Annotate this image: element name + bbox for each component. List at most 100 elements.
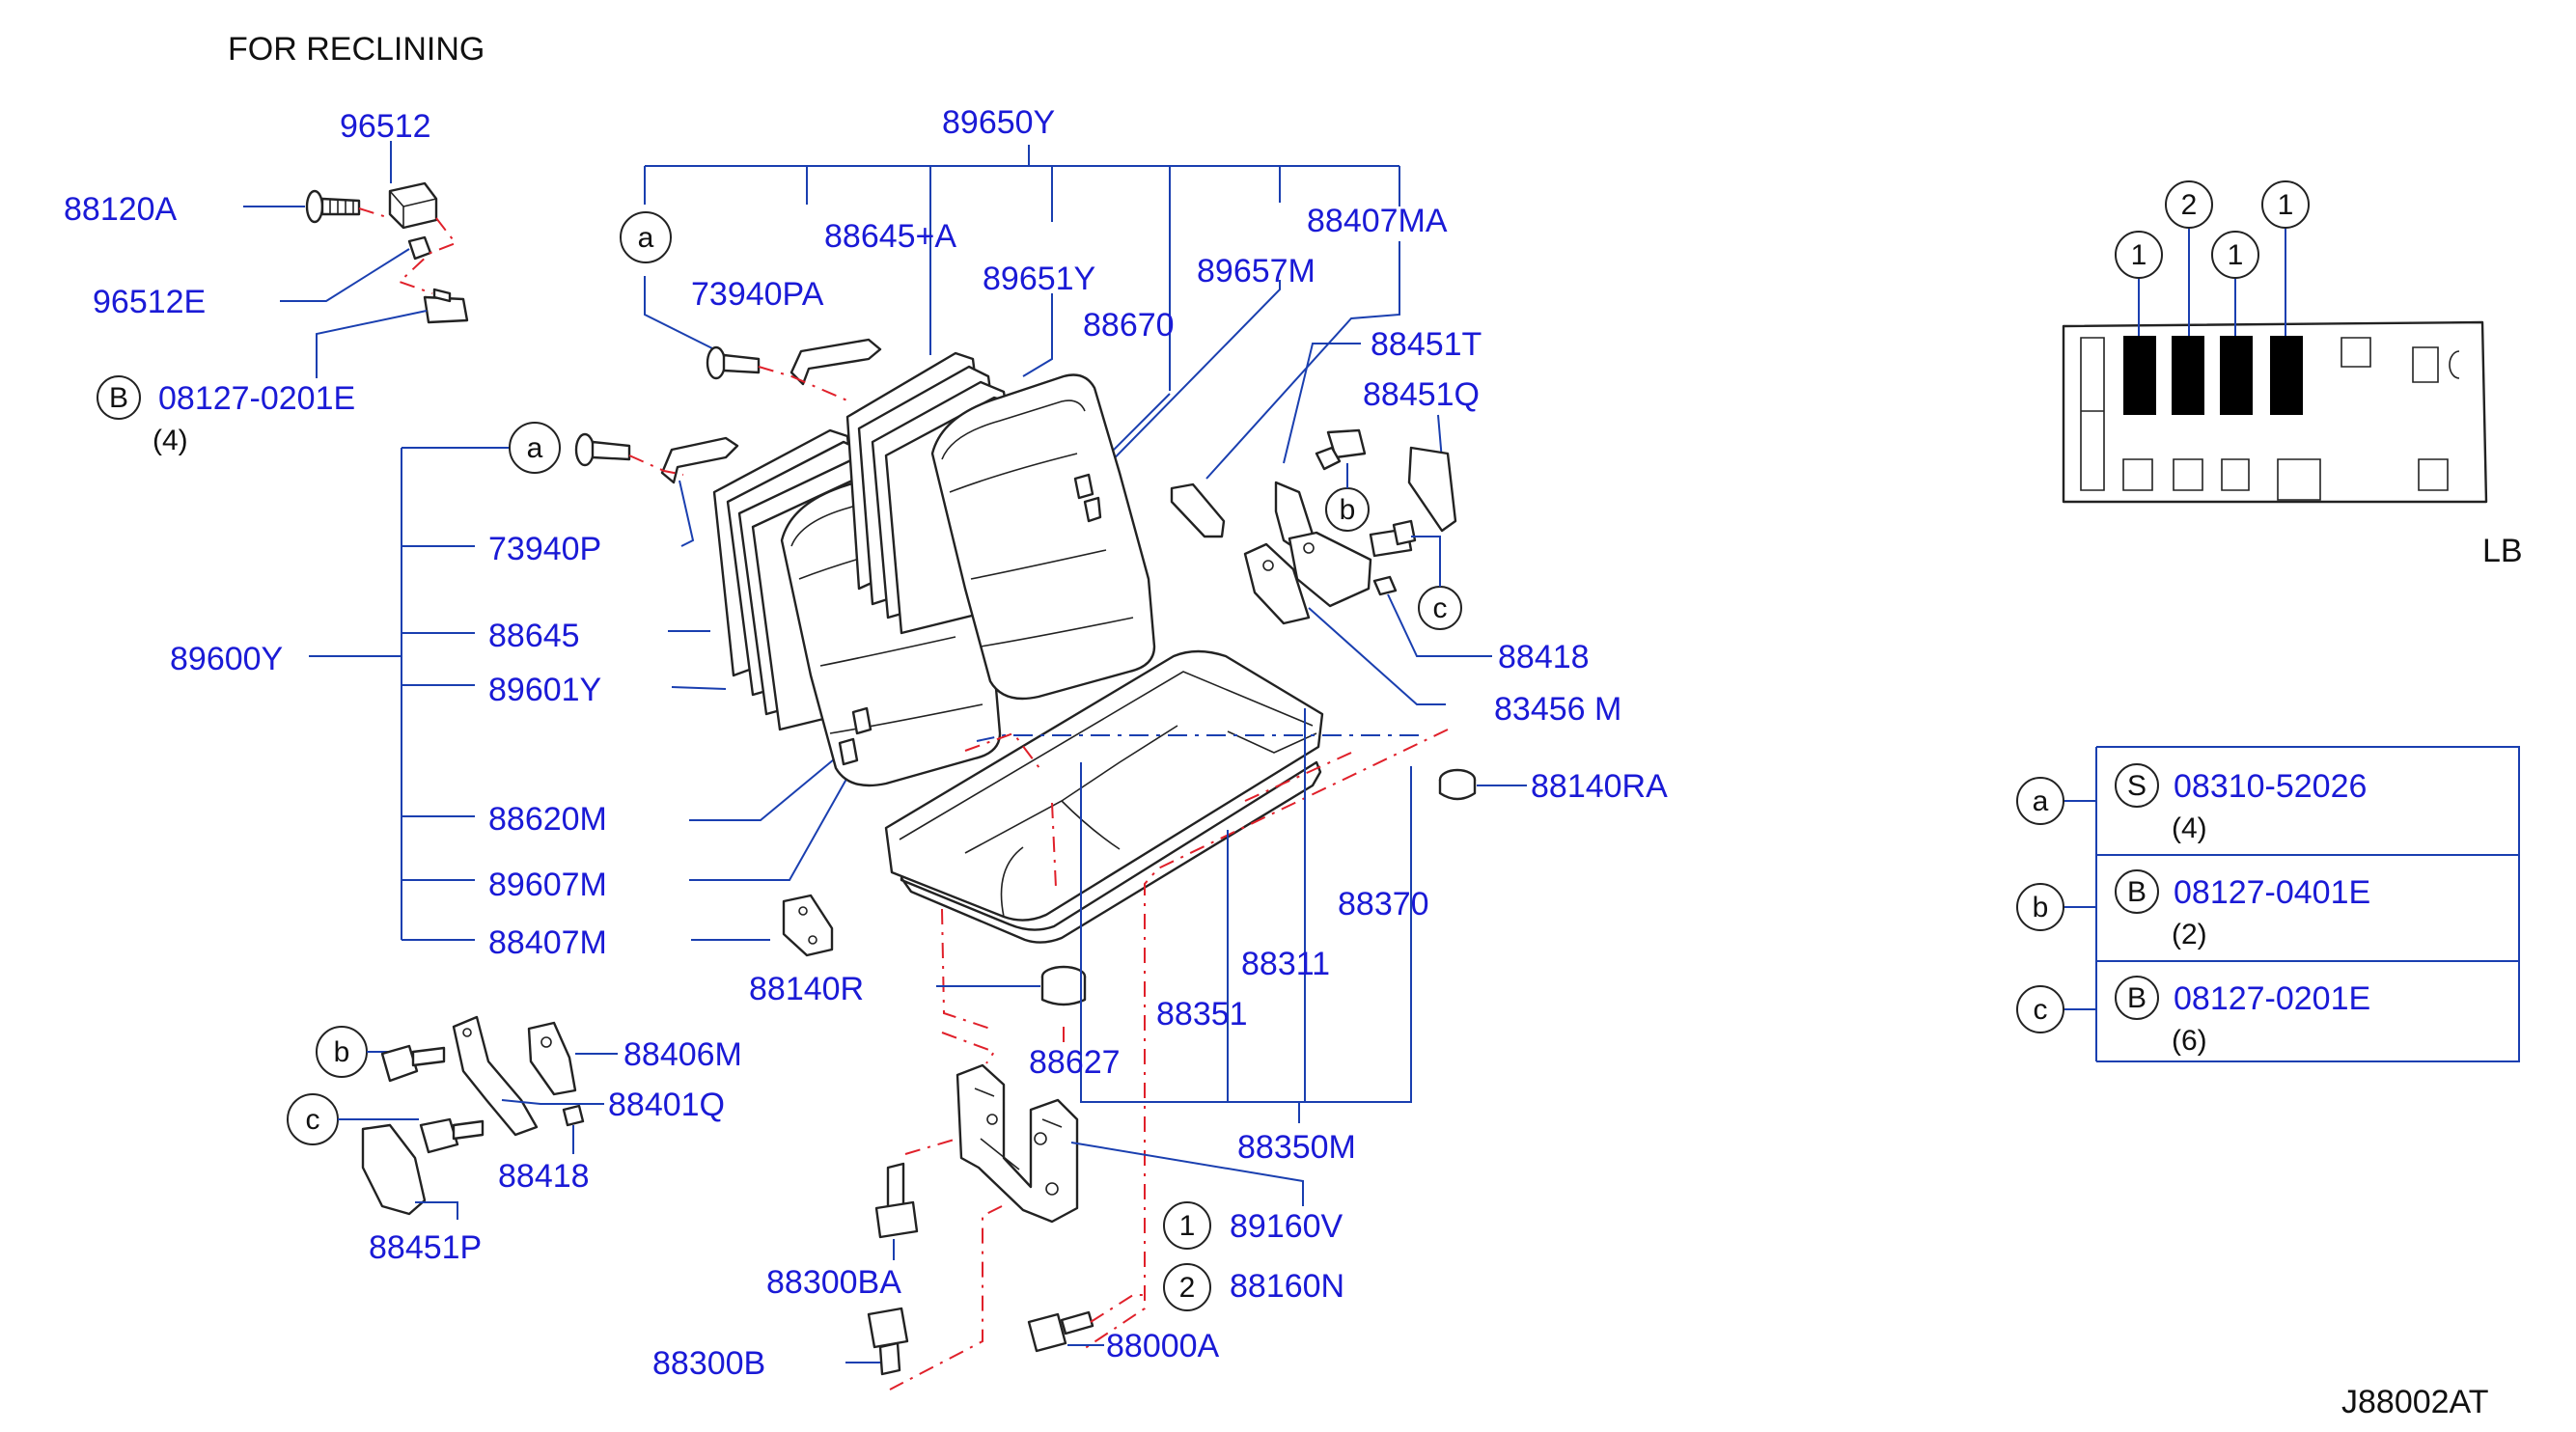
layout-marker-2 — [2165, 180, 2213, 229]
variant-label-lb: LB — [2482, 533, 2523, 569]
qty-top: (4) — [152, 425, 188, 456]
layout-marker-1b — [2211, 231, 2259, 279]
bolt-c-right-drawing — [1369, 519, 1417, 558]
clip-88418-left-drawing — [562, 1104, 585, 1127]
bumper-88140RA-drawing — [1438, 768, 1477, 801]
label-73940P: 73940P — [488, 531, 601, 567]
bolt-88300B-drawing — [867, 1307, 909, 1376]
label-89607M: 89607M — [488, 867, 607, 903]
fastener-row-c-prefix — [2115, 976, 2159, 1020]
label-89601Y: 89601Y — [488, 672, 601, 708]
bolt-b-left-drawing — [380, 1044, 446, 1083]
phantom-line-seat-frame — [941, 729, 1449, 1352]
label-88418-left: 88418 — [498, 1158, 590, 1195]
cover-88451P-drawing — [361, 1123, 427, 1216]
label-88407M: 88407M — [488, 924, 607, 961]
latch-bracket-drawing — [956, 1063, 1079, 1224]
label-96512: 96512 — [340, 108, 431, 145]
label-88300B: 88300B — [652, 1345, 765, 1382]
label-88160N: 88160N — [1230, 1268, 1344, 1305]
fastener-row-a-key — [2016, 777, 2064, 825]
fastener-row-b-prefix — [2115, 869, 2159, 914]
fastener-table — [2064, 746, 2520, 1062]
label-89160V: 89160V — [1230, 1208, 1343, 1245]
callout-B-top-text: B — [109, 382, 128, 414]
leader-88401Q — [501, 1099, 604, 1105]
fastener-row-c-key — [2016, 985, 2064, 1033]
label-88451T: 88451T — [1371, 326, 1482, 363]
phantom-line-top-left — [358, 207, 457, 294]
layout-marker-2-text: 2 — [2181, 189, 2198, 221]
cover-88451Q-drawing — [1407, 446, 1457, 533]
label-88407MA: 88407MA — [1307, 203, 1448, 239]
label-88645A: 88645+A — [824, 218, 956, 255]
fastener-row-a-prefix-text: S — [2127, 770, 2147, 802]
fastener-row-c-prefix-text: B — [2127, 982, 2147, 1014]
label-83456M: 83456 M — [1494, 691, 1621, 728]
recliner-plate-left-drawing — [452, 1015, 539, 1137]
label-88451P: 88451P — [369, 1229, 482, 1266]
leader-08127-0201E-top — [316, 310, 428, 378]
clip-88418-right-drawing — [1372, 575, 1398, 596]
bolt-08127-0201E-top-drawing — [423, 288, 469, 324]
layout-marker-1a-text: 1 — [2131, 239, 2147, 271]
callout-1-legend — [1163, 1201, 1211, 1250]
fastener-row-b-part: 08127-0401E — [2174, 874, 2370, 911]
handle-73940P-drawing — [660, 436, 739, 484]
label-89657M: 89657M — [1197, 253, 1316, 289]
label-88418-right: 88418 — [1498, 639, 1590, 675]
label-88120A: 88120A — [64, 191, 178, 228]
bumper-88140R-drawing — [1040, 965, 1087, 1006]
recliner-cover-right-drawing — [1243, 542, 1311, 625]
callout-a-upper — [620, 211, 672, 263]
bolt-88000A-drawing — [1027, 1310, 1094, 1353]
clip-96512-drawing — [388, 181, 438, 230]
label-88401Q: 88401Q — [608, 1087, 725, 1123]
leader-73940P — [679, 480, 695, 547]
label-89650Y: 89650Y — [942, 104, 1055, 141]
fastener-row-c-part: 08127-0201E — [2174, 980, 2370, 1017]
fastener-row-b-prefix-text: B — [2127, 876, 2147, 908]
seat-cushion-drawing — [884, 649, 1324, 944]
callout-2-legend — [1163, 1263, 1211, 1311]
label-89651Y: 89651Y — [983, 261, 1095, 297]
callout-b-right-text: b — [1340, 494, 1356, 526]
callout-a-upper-text: a — [638, 222, 654, 254]
callout-1-legend-text: 1 — [1179, 1210, 1196, 1242]
headrest-88670-drawing — [1073, 473, 1102, 523]
label-88140RA: 88140RA — [1531, 768, 1668, 805]
leaders-upper-backrest — [644, 241, 1400, 483]
phantom-line-latch — [889, 1032, 1003, 1391]
knob-88620M-drawing — [838, 706, 873, 766]
bracket-89600Y — [309, 447, 510, 941]
callout-c-left-text: c — [306, 1104, 320, 1136]
fastener-row-a-part: 08310-52026 — [2174, 768, 2367, 805]
bolt-a-left-drawing — [574, 432, 631, 467]
phantom-line-left-handle — [628, 454, 684, 476]
label-88645: 88645 — [488, 618, 580, 654]
layout-marker-1c-text: 1 — [2278, 189, 2294, 221]
label-88300BA: 88300BA — [766, 1264, 901, 1301]
cover-88406M-drawing — [527, 1021, 577, 1096]
diagram-code: J88002AT — [2341, 1384, 2488, 1420]
callout-b-left-text: b — [334, 1036, 350, 1068]
layout-marker-1c — [2261, 180, 2310, 229]
label-96512E: 96512E — [93, 284, 206, 320]
layout-marker-1a — [2115, 231, 2163, 279]
label-88000A: 88000A — [1106, 1328, 1220, 1364]
handle-73940PA-drawing — [789, 338, 882, 386]
label-88627: 88627 — [1029, 1044, 1121, 1081]
label-88451Q: 88451Q — [1363, 376, 1480, 413]
bolt-c-left-drawing — [419, 1117, 485, 1154]
vehicle-layout-inset — [2062, 224, 2488, 504]
bolt-73940PA-drawing — [706, 345, 761, 380]
clip-96512E-drawing — [407, 235, 432, 261]
fastener-row-a-key-text: a — [2033, 785, 2049, 817]
leader-88418-right — [1387, 593, 1492, 657]
bolt-88120A-drawing — [305, 189, 361, 224]
leader-89160V — [1070, 1142, 1304, 1206]
leader-88451P — [415, 1201, 458, 1220]
fastener-row-c-key-text: c — [2034, 994, 2048, 1026]
label-88406M: 88406M — [623, 1036, 742, 1073]
